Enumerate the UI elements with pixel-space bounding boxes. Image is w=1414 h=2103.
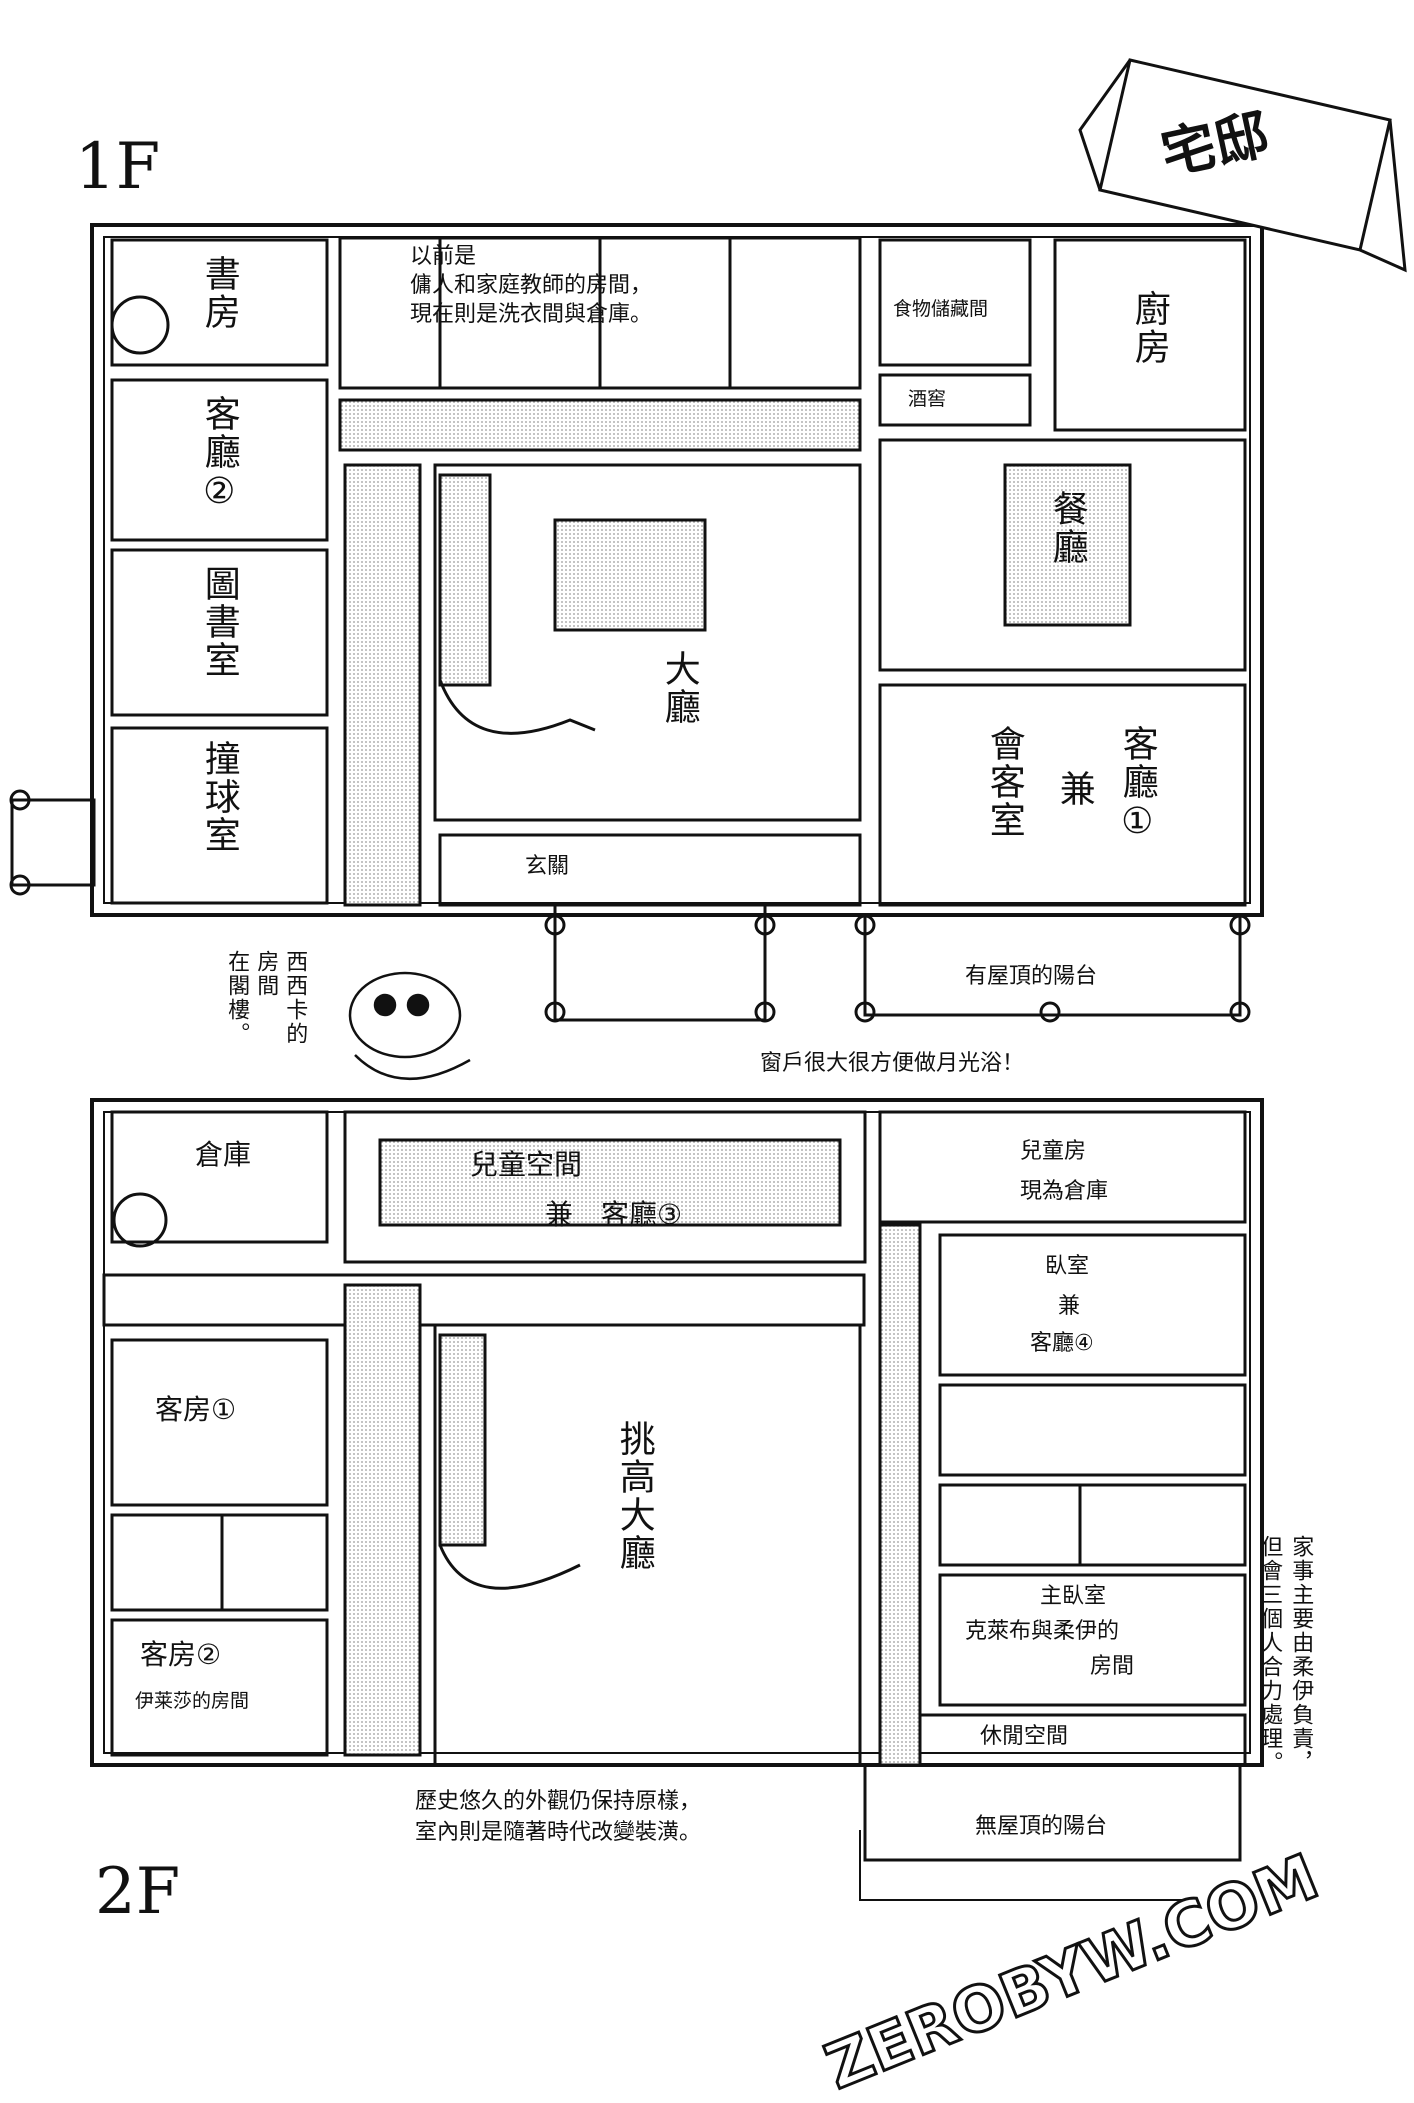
storage-room (110, 1110, 329, 1244)
guest1-room (110, 1338, 329, 1507)
reception-room (878, 683, 1247, 907)
master-sub-label: 克萊布與柔伊的 (965, 1619, 1120, 1644)
billiard-room (110, 726, 329, 905)
bedroom-sub-label: 客廳④ (1030, 1331, 1094, 1356)
floor-label-2f: 2F (95, 1855, 181, 1929)
lounge-label: 休閒空間 (980, 1724, 1069, 1749)
dining-label: 餐廳 (1046, 490, 1088, 566)
chores-note-line-2: 但會三個人合力處理。 (1257, 1535, 1283, 1775)
bedroom-label: 臥室 (1045, 1254, 1090, 1279)
kids-room-sub-label: 現為倉庫 (1020, 1179, 1109, 1204)
guest2-room (110, 1618, 329, 1757)
history-note-line-1: 歷史悠久的外觀仍保持原樣， (415, 1789, 702, 1814)
atrium-room (433, 1323, 862, 1767)
attic-note-line-3: 在閣樓。 (224, 950, 250, 1046)
covered-terrace-area (863, 913, 1242, 1017)
floor-1-outline (90, 223, 1264, 917)
chores-note-line-1: 家事主要由柔伊負責， (1288, 1535, 1314, 1775)
history-note-line-2: 室內則是隨著時代改變裝潢。 (415, 1820, 702, 1846)
dining-room (878, 438, 1247, 672)
kitchen-room (1053, 238, 1247, 432)
pantry-label: 食物儲藏間 (893, 298, 989, 320)
master-sub2-label: 房間 (1090, 1654, 1135, 1679)
attic-note: 西西卡的 房間 在閣樓。 (224, 950, 308, 1046)
attic-note-line-2: 房間 (253, 950, 279, 998)
master-label: 主臥室 (1040, 1584, 1107, 1609)
servants-note-line-1: 以前是 (410, 244, 477, 269)
atrium-label: 挑高大廳 (613, 1420, 655, 1572)
moon-bath-note: 窗戶很大很方便做月光浴！ (760, 1051, 1025, 1076)
floor-1-plan (9, 223, 1264, 1023)
library-label: 圖書室 (198, 565, 240, 679)
master-room (938, 1573, 1247, 1707)
library-room (110, 548, 329, 717)
entrance-room (438, 833, 862, 907)
kids-room-label: 兒童房 (1020, 1139, 1087, 1164)
hall-room (433, 463, 862, 822)
open-terrace-area (863, 1763, 1242, 1862)
kids-space-room (343, 1110, 867, 1264)
guest1-label: 客房① (155, 1393, 237, 1426)
open-terrace-label: 無屋頂的陽台 (975, 1814, 1108, 1839)
servants-note-line-3: 現在則是洗衣間與倉庫。 (410, 302, 653, 328)
reception-label-c: 客廳① (1116, 725, 1158, 844)
bedroom-and-label: 兼 (1058, 1294, 1081, 1319)
bedroom-room (938, 1233, 1247, 1377)
guest2-label: 客房② (140, 1638, 222, 1671)
guest2-sub-label: 伊莱莎的房間 (135, 1690, 250, 1712)
entrance-label: 玄關 (525, 854, 570, 879)
servants-note-line-2: 傭人和家庭教師的房間， (410, 273, 653, 299)
floor-label-1f: 1F (75, 130, 161, 204)
history-note: 歷史悠久的外觀仍保持原樣， 室內則是隨著時代改變裝潢。 (415, 1790, 701, 1844)
title-banner-scroll (1078, 58, 1407, 273)
kids-space-label: 兒童空間 (470, 1148, 583, 1181)
study-room (110, 238, 329, 367)
kitchen-label: 廚房 (1128, 290, 1170, 366)
parlor2-label: 客廳② (198, 395, 240, 514)
kids-space-sub-label: 兼 客廳③ (545, 1198, 683, 1231)
kids-room (878, 1110, 1247, 1224)
floor-2-plan (90, 1098, 1264, 1862)
servants-rooms-note: 以前是 傭人和家庭教師的房間， 現在則是洗衣間與倉庫。 (410, 245, 652, 326)
reception-label-b: 兼 (1053, 770, 1095, 808)
wine-cellar-label: 酒窖 (908, 388, 947, 410)
parlor2-room (110, 378, 329, 542)
floor-plan-drawing (9, 58, 1407, 1901)
chores-note: 家事主要由柔伊負責， 但會三個人合力處理。 (1257, 1535, 1314, 1775)
hall-label: 大廳 (658, 650, 700, 726)
storage-label: 倉庫 (195, 1138, 252, 1171)
attic-note-line-1: 西西卡的 (282, 950, 308, 1046)
mascot-sissica-drawing (348, 971, 471, 1080)
pantry-room (878, 238, 1032, 367)
study-label: 書房 (198, 255, 240, 331)
porch (553, 903, 767, 1022)
billiard-label: 撞球室 (198, 740, 240, 854)
wine-cellar-room (878, 373, 1032, 427)
reception-label-a: 會客室 (983, 725, 1025, 839)
covered-terrace-label: 有屋頂的陽台 (965, 964, 1098, 989)
